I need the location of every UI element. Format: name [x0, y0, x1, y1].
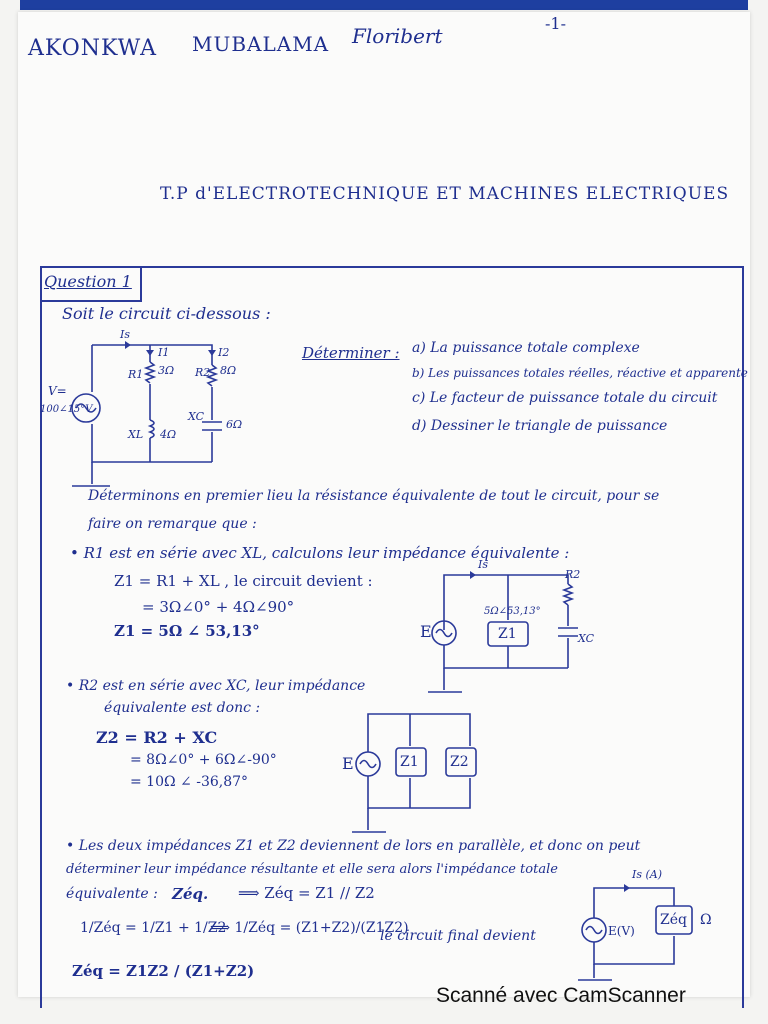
- circuit1-i2-label: I2: [218, 346, 230, 359]
- circuit1-xc-label: XC: [188, 410, 205, 423]
- circuit2-z1-value: 5Ω∠53,13°: [484, 606, 541, 617]
- circuit1-r1-label: R1: [128, 368, 144, 381]
- bullet1-eq3: Z1 = 5Ω ∠ 53,13°: [114, 622, 260, 640]
- circuit4-zeq-label: Zéq: [660, 912, 687, 928]
- circuit3-z1-label: Z1: [400, 754, 419, 770]
- final-circuit-caption: le circuit final devient: [380, 928, 536, 944]
- circuit1-xl-label: XL: [128, 428, 144, 441]
- student-middle-name: MUBALAMA: [192, 32, 330, 56]
- bullet2-line2: équivalente est donc :: [104, 700, 261, 716]
- work-line-2: faire on remarque que :: [88, 516, 257, 532]
- circuit1-source-label: V=: [48, 384, 67, 398]
- bullet3-line3: équivalente :: [66, 886, 158, 902]
- question-label: Question 1: [44, 272, 132, 291]
- circuit1-xl-value: 4Ω: [160, 428, 177, 441]
- task-a: a) La puissance totale complexe: [412, 340, 640, 356]
- scanner-watermark: Scanné avec CamScanner: [436, 984, 686, 1007]
- task-c: c) Le facteur de puissance totale du cir…: [412, 390, 718, 406]
- bullet1-eq1: Z1 = R1 + XL , le circuit devient :: [114, 572, 373, 590]
- circuit1-r1-value: 3Ω: [158, 364, 175, 377]
- page-number: -1-: [545, 14, 566, 33]
- circuit1-r2-label: R2: [195, 366, 211, 379]
- bullet3-fraction-1: 1/Zéq = 1/Z1 + 1/Z2: [80, 920, 227, 936]
- bullet3-line2: déterminer leur impédance résultante et …: [66, 862, 558, 877]
- bullet2-eq2: = 8Ω∠0° + 6Ω∠-90°: [130, 752, 277, 768]
- determine-heading: Déterminer :: [302, 344, 400, 362]
- bullet3-fraction-2: ⟹ 1/Zéq = (Z1+Z2)/(Z1Z2): [210, 920, 409, 936]
- circuit1-xc-value: 6Ω: [226, 418, 243, 431]
- circuit2-r2-label: R2: [565, 568, 581, 581]
- circuit1-source-value: 100∠15°V: [40, 404, 93, 415]
- circuit4-source-label: E(V): [608, 924, 635, 938]
- circuit4-unit-label: Ω: [700, 912, 712, 928]
- circuit1-is-label: Is: [120, 328, 130, 341]
- circuit2-source-label: E: [420, 622, 432, 641]
- circuit4-is-label: Is (A): [632, 868, 663, 881]
- bullet3-line1: • Les deux impédances Z1 et Z2 deviennen…: [66, 838, 641, 854]
- top-edge-bar: [20, 0, 748, 10]
- paper-sheet: [18, 12, 750, 997]
- question-label-box: [40, 266, 142, 302]
- circuit1-i1-label: I1: [158, 346, 170, 359]
- student-first-name: Floribert: [352, 24, 443, 48]
- circuit3-z2-label: Z2: [450, 754, 469, 770]
- zeq-final-formula: Zéq = Z1Z2 / (Z1+Z2): [72, 962, 255, 980]
- bullet2-eq3: = 10Ω ∠ -36,87°: [130, 774, 249, 790]
- bullet1-line: • R1 est en série avec XL, calculons leu…: [70, 544, 570, 562]
- bullet2-line1: • R2 est en série avec XC, leur impédanc…: [66, 678, 366, 694]
- circuit2-z1-label: Z1: [498, 626, 517, 642]
- bullet2-eq1: Z2 = R2 + XC: [96, 728, 218, 747]
- circuit3-source-label: E: [342, 754, 354, 773]
- bullet3-zeq-parallel: ⟹ Zéq = Z1 // Z2: [238, 884, 375, 902]
- bullet3-zeq: Zéq.: [172, 885, 209, 903]
- task-b: b) Les puissances totales réelles, réact…: [412, 366, 748, 380]
- bullet1-eq2: = 3Ω∠0° + 4Ω∠90°: [142, 598, 295, 616]
- circuit2-xc-label: XC: [578, 632, 595, 645]
- page-title: T.P d'ELECTROTECHNIQUE ET MACHINES ELECT…: [160, 184, 730, 204]
- student-last-name: AKONKWA: [28, 36, 158, 61]
- work-line-1: Déterminons en premier lieu la résistanc…: [88, 488, 660, 504]
- circuit2-is-label: Is: [478, 558, 488, 571]
- circuit1-r2-value: 8Ω: [220, 364, 237, 377]
- answer-frame: [40, 266, 744, 1008]
- task-d: d) Dessiner le triangle de puissance: [412, 418, 668, 434]
- question-intro: Soit le circuit ci-dessous :: [62, 304, 271, 323]
